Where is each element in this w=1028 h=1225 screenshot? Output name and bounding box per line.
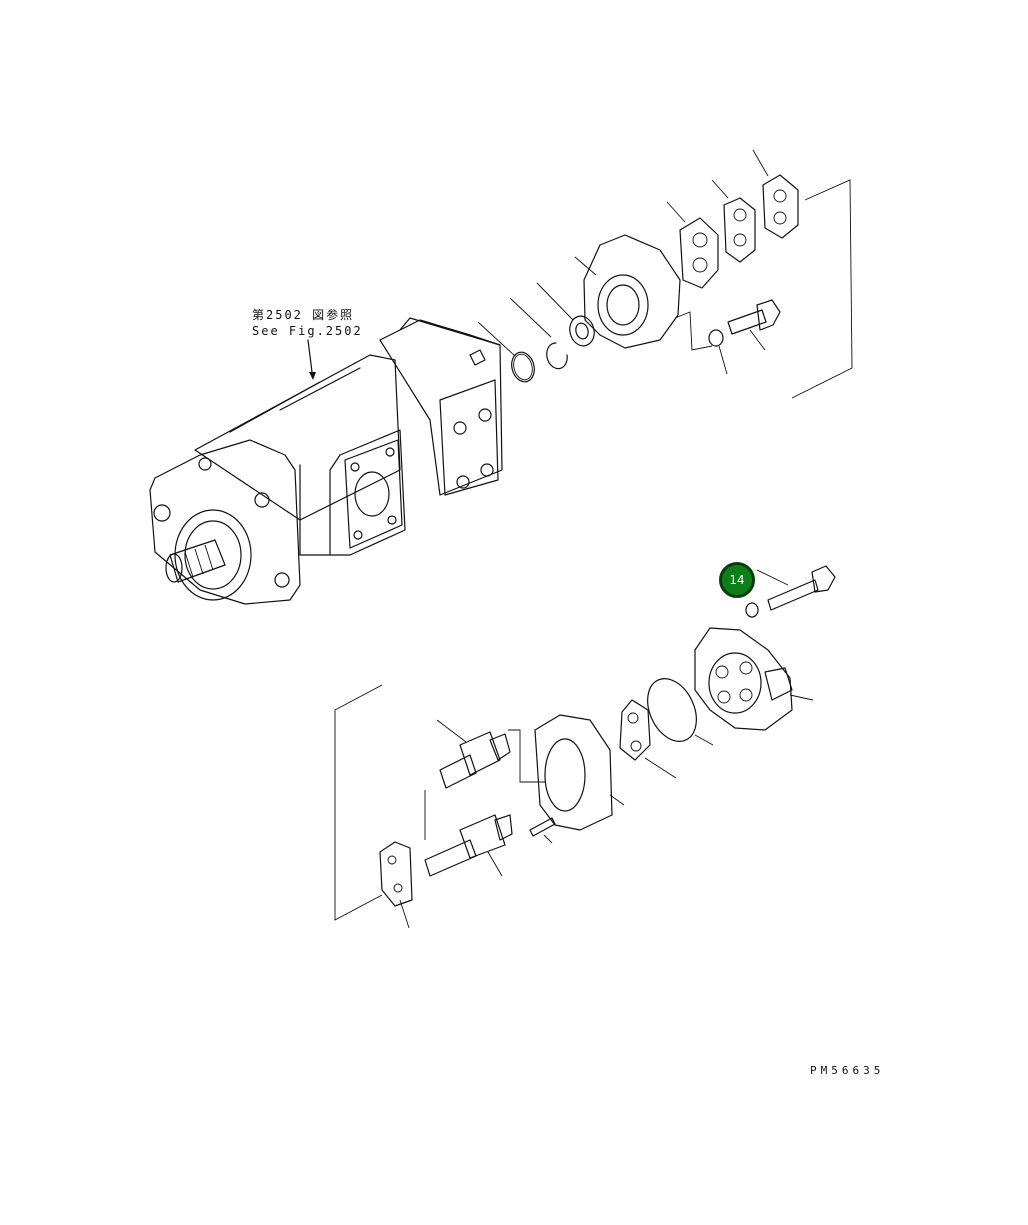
- upper-exploded-parts: [477, 149, 853, 399]
- reference-label-english: See Fig.2502: [252, 324, 363, 338]
- figure-code: PM56635: [810, 1064, 885, 1077]
- lower-exploded-parts: [334, 565, 836, 929]
- reference-label-japanese: 第2502 図参照: [252, 308, 355, 322]
- callout-number: 14: [729, 573, 745, 587]
- part-callout-14[interactable]: 14: [719, 562, 755, 598]
- pump-assembly: [149, 317, 503, 605]
